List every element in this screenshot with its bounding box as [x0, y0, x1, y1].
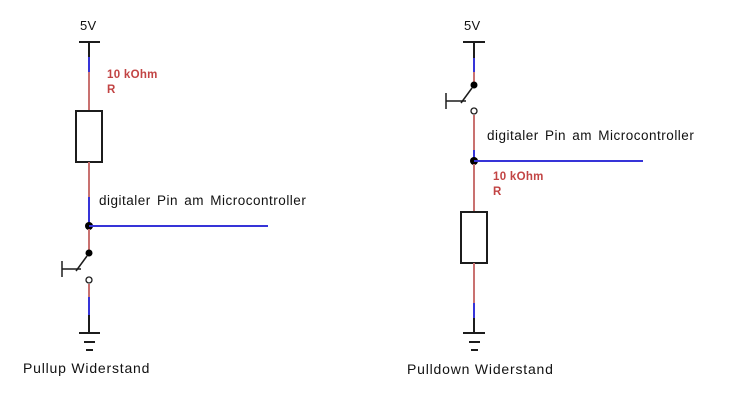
switch-contact-dot — [85, 249, 93, 257]
ground-icon — [463, 332, 485, 351]
pushbutton-switch-icon — [445, 81, 478, 115]
supply-voltage-label: 5V — [80, 18, 97, 33]
pin-label: digitaler Pin am Microcontroller — [487, 128, 695, 143]
pulldown-circuit-drawing — [445, 41, 643, 351]
switch-contact-circle — [470, 107, 478, 115]
resistor-value-label: 10 kOhm — [493, 171, 544, 183]
supply-voltage-label: 5V — [464, 18, 481, 33]
resistor-icon — [75, 110, 103, 163]
ground-icon — [79, 332, 100, 351]
pullup-circuit-drawing — [61, 41, 268, 351]
resistor-name-label: R — [493, 186, 502, 198]
switch-contact-circle — [85, 276, 93, 284]
circuit-caption-pulldown: Pulldown Widerstand — [407, 361, 554, 377]
resistor-value-label: 10 kOhm — [107, 69, 158, 81]
circuit-caption-pullup: Pullup Widerstand — [23, 360, 151, 376]
pushbutton-switch-icon — [61, 249, 93, 284]
pin-label: digitaler Pin am Microcontroller — [99, 193, 307, 208]
resistor-icon — [460, 211, 488, 264]
switch-contact-dot — [470, 81, 478, 89]
resistor-name-label: R — [107, 84, 116, 96]
